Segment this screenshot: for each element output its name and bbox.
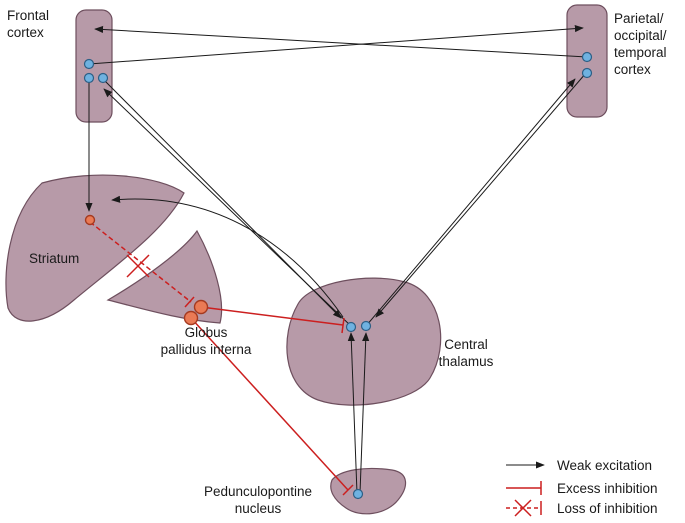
legend-excess-inhibition-label: Excess inhibition [557, 481, 658, 496]
thalamus-neuron-left [345, 321, 357, 333]
frontal-neuron-top [83, 58, 95, 70]
excitation-thalamus-to-striatum [111, 195, 344, 318]
thalamus-neuron-right [360, 320, 372, 332]
frontal-neuron-bottom-left [83, 72, 95, 84]
excitation-parietal-to-frontal [94, 25, 588, 58]
loss-of-inhibition-cross [126, 254, 150, 278]
legend: Weak excitation Excess inhibition Loss o… [506, 458, 658, 517]
legend-loss-of-inhibition-symbol [506, 499, 542, 517]
parietal-neuron-bottom [581, 67, 593, 79]
striatum-label: Striatum [29, 251, 79, 266]
loss-of-inhibition-striatum-to-gpi [89, 221, 192, 303]
excitation-frontal-to-parietal [88, 24, 584, 65]
frontal-cortex-region [75, 9, 113, 123]
striatum-neuron [84, 214, 96, 226]
ppn-neuron [352, 488, 364, 500]
legend-loss-of-inhibition-label: Loss of inhibition [557, 501, 658, 516]
parietal-neuron-top [581, 51, 593, 63]
striatum-region [5, 174, 185, 322]
frontal-neuron-bottom-right [97, 72, 109, 84]
excess-inhibition-ppn-bar [342, 484, 354, 496]
legend-excess-inhibition-symbol [506, 481, 542, 495]
gpi-neuron-upper [193, 299, 209, 315]
excess-inhibition-gpi-to-ppn [190, 317, 349, 491]
excitation-ppn-to-thalamus-left [347, 332, 358, 494]
legend-excitation-label: Weak excitation [557, 458, 652, 473]
excitation-thalamus-to-parietal [365, 78, 576, 327]
central-thalamus-region [286, 277, 442, 406]
excess-inhibition-gpi-to-thalamus [200, 306, 344, 326]
excess-inhibition-thalamus-bar [341, 317, 345, 334]
excitation-frontal-to-thalamus [101, 77, 342, 319]
pedunculopontine-region [330, 467, 407, 515]
excitation-parietal-to-thalamus [375, 72, 587, 318]
loss-of-inhibition-end-bar [184, 296, 195, 308]
gpi-neuron-lower [183, 310, 199, 326]
excitation-ppn-to-thalamus-right [359, 332, 370, 494]
globus-pallidus-region [106, 229, 223, 324]
